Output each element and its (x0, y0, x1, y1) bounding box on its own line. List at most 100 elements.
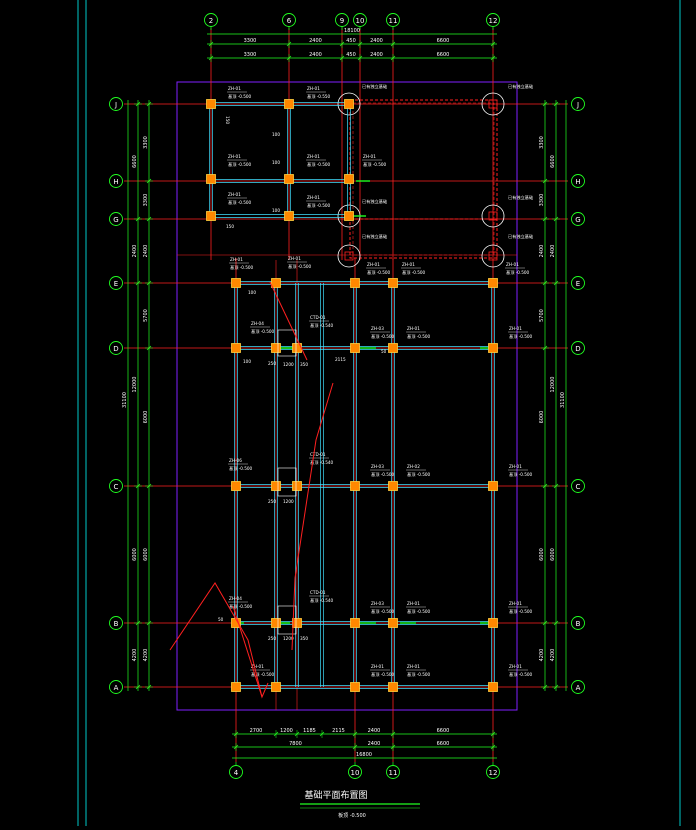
existing-pad-circle (481, 92, 505, 116)
grid-bubble-left-circle (109, 341, 123, 355)
foundation-tag-name: ZH-01 (307, 86, 320, 91)
column-pad (344, 99, 354, 109)
grid-bubble-left-label: D (113, 345, 118, 353)
column-pad (284, 99, 294, 109)
right-dim-2-text: 2400 (550, 245, 556, 258)
inner-dimension: 150 (226, 224, 234, 229)
grid-bubble-left-label: J (114, 101, 117, 109)
left-dim-2-text: 6000 (132, 548, 138, 561)
foundation-tag-elev: 基顶 -0.500 (251, 328, 275, 335)
bottom-dim-1-text: 6600 (437, 728, 450, 734)
site-boundary (176, 81, 518, 711)
column-pad (284, 211, 294, 221)
grid-bubble-right-circle (571, 479, 585, 493)
column-pad (388, 343, 398, 353)
foundation-tag-name: ZH-01 (307, 154, 320, 159)
existing-label: 已有独立基础 (508, 233, 533, 240)
column-pad (271, 618, 281, 628)
column-pad (271, 343, 281, 353)
foundation-tag-elev: 基顶 -0.500 (230, 264, 254, 271)
foundation-tag-elev: 基顶 -0.500 (229, 465, 253, 472)
drawing-subtitle: 板顶 -0.500 (338, 812, 366, 819)
existing-pad (488, 251, 498, 261)
inner-dimension: 100 (272, 132, 280, 137)
right-dim-2-text: 12000 (550, 377, 556, 393)
grid-bubble-left-circle (109, 212, 123, 226)
foundation-tag-elev: 基顶 -0.500 (407, 608, 431, 615)
right-dim-1-text: 5700 (539, 309, 545, 322)
foundation-tag-name: ZH-03 (371, 601, 384, 606)
column-pad (488, 618, 498, 628)
column-pad (488, 481, 498, 491)
top-dim-1-text: 2400 (370, 38, 383, 44)
right-dim-2-text: 4200 (550, 649, 556, 662)
bottom-dim-2-text: 6600 (437, 741, 450, 747)
existing-pad-circle (481, 204, 505, 228)
foundation-tag-elev: 基顶 -0.500 (407, 671, 431, 678)
existing-pad-circle (481, 244, 505, 268)
right-total-text: 31100 (560, 392, 566, 408)
grid-bubble-left-label: G (113, 216, 118, 224)
column-pad (206, 174, 216, 184)
grid-bubble-right-circle (571, 341, 585, 355)
column-pad (231, 278, 241, 288)
foundation-tag-name: ZH-01 (509, 326, 522, 331)
foundation-tag-name: ZH-01 (228, 154, 241, 159)
foundation-tag-name: ZH-03 (371, 326, 384, 331)
foundation-tag-name: ZH-01 (307, 195, 320, 200)
existing-pad-circle (337, 92, 361, 116)
foundation-tag-elev: 基顶 -0.500 (228, 161, 252, 168)
top-dim-1-text: 450 (346, 38, 356, 44)
column-pad (271, 481, 281, 491)
inner-dimension: 1200 (283, 362, 294, 367)
grid-bubble-top-label: 6 (287, 17, 292, 25)
grid-bubble-left-label: B (114, 620, 119, 628)
top-dim-2-text: 3300 (244, 52, 257, 58)
grid-bubble-left-label: C (114, 483, 119, 491)
foundation-tag-elev: 基顶 -0.500 (407, 471, 431, 478)
top-dim-2-text: 6600 (437, 52, 450, 58)
top-dim-1-text: 2400 (309, 38, 322, 44)
inner-dimension: 100 (272, 160, 280, 165)
column-pad (350, 682, 360, 692)
inner-dimension: 1200 (283, 499, 294, 504)
foundation-tag-name: ZH-03 (371, 464, 384, 469)
grid-bubble-left-circle (109, 97, 123, 111)
foundation-tag-elev: 基顶 -0.540 (310, 322, 334, 329)
grid-bubble-left-circle (109, 616, 123, 630)
column-pad (344, 174, 354, 184)
left-dim-2-text: 6600 (132, 155, 138, 168)
foundation-tag-elev: 基顶 -0.500 (228, 93, 252, 100)
existing-label: 已有独立基础 (362, 198, 387, 205)
foundation-tag-name: CTD-01 (310, 452, 326, 457)
column-pad (271, 278, 281, 288)
foundation-tag-name: ZH-02 (407, 464, 420, 469)
foundation-tag-elev: 基顶 -0.500 (371, 471, 395, 478)
grid-bubble-right-circle (571, 212, 585, 226)
inner-dimension: 100 (243, 359, 251, 364)
existing-pad-circle (337, 244, 361, 268)
grid-bubble-bottom-label: 11 (389, 769, 398, 777)
grid-bubble-bottom-label: 4 (234, 769, 239, 777)
grid-bubble-top-label: 11 (389, 17, 398, 25)
bottom-dim-2-text: 7800 (289, 741, 302, 747)
left-dim-1-text: 3300 (143, 194, 149, 207)
grid-bubble-right-circle (571, 616, 585, 630)
inner-dimension: 1200 (283, 636, 294, 641)
grid-bubble-left-label: A (114, 684, 119, 692)
column-pad (292, 618, 302, 628)
foundation-tag-name: ZH-01 (288, 256, 301, 261)
grid-bubble-right-circle (571, 276, 585, 290)
foundation-tag-name: ZH-01 (407, 326, 420, 331)
drawing-title: 基础平面布置图 (304, 789, 367, 801)
foundation-tag-elev: 基顶 -0.500 (509, 608, 533, 615)
foundation-tag-elev: 基顶 -0.500 (363, 161, 387, 168)
foundation-tag-name: ZH-06 (229, 458, 242, 463)
pile-cap-outline (277, 467, 297, 497)
top-dim-1-text: 3300 (244, 38, 257, 44)
foundation-tag-name: ZH-01 (363, 154, 376, 159)
grid-bubble-top-label: 9 (340, 17, 344, 25)
